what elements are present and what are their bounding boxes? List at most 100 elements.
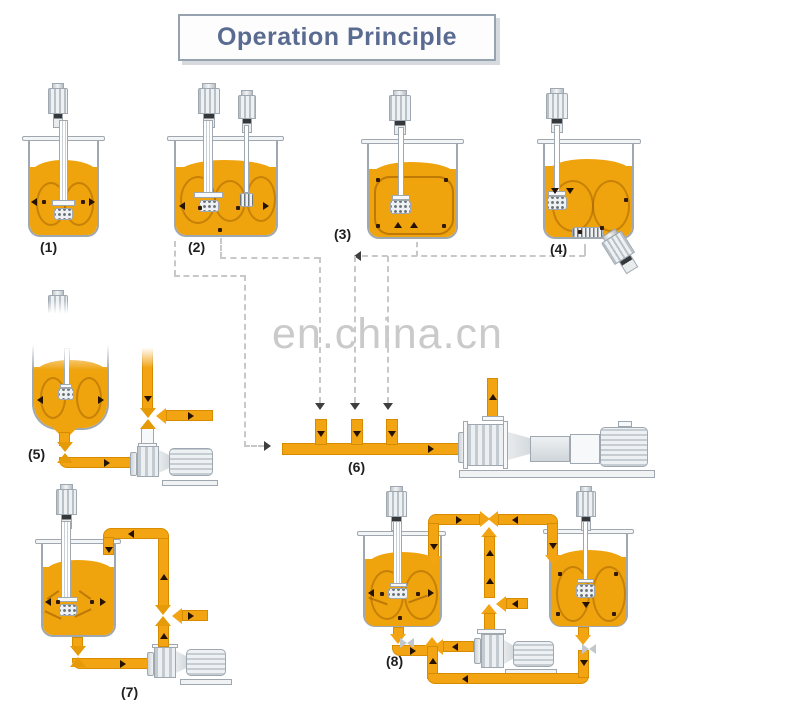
flow-dot — [444, 178, 448, 182]
dashed-connector — [244, 275, 246, 447]
flow-arrow-icon — [98, 396, 104, 404]
pipe-arrowhead-icon — [390, 634, 406, 644]
dashed-arrow-icon — [354, 251, 361, 261]
pump-base — [162, 480, 218, 486]
dashed-connector — [174, 275, 246, 277]
flow-dot — [442, 224, 446, 228]
pump-coupling — [570, 434, 600, 464]
pipe-flow-arrow-icon — [489, 394, 497, 400]
mixer-shaft — [203, 120, 213, 194]
flow-arrow-icon — [179, 202, 185, 210]
mixer-motor-icon — [48, 83, 68, 128]
pump-reducer — [508, 432, 530, 460]
pipe-flow-arrow-icon — [317, 431, 325, 437]
stage-label: (5) — [28, 446, 46, 462]
pipe-flow-arrow-icon — [486, 550, 494, 556]
pump-flange — [474, 638, 481, 664]
pipe-flow-arrow-icon — [105, 547, 113, 553]
pipe-segment — [428, 523, 439, 558]
fade-overlay — [38, 300, 82, 316]
pipe-flow-arrow-icon — [144, 396, 152, 402]
flow-arrow-icon — [37, 396, 43, 404]
stage-label: (7) — [121, 684, 139, 700]
pump-body — [467, 424, 505, 466]
tank-lid — [167, 136, 284, 141]
flow-arrow-icon — [566, 188, 574, 194]
fade-overlay — [24, 314, 124, 340]
stage-label: (4) — [550, 241, 568, 257]
pipe-flow-arrow-icon — [353, 431, 361, 437]
pipe-segment — [498, 514, 558, 525]
stage-label: (3) — [334, 226, 352, 242]
pipe-flow-arrow-icon — [160, 633, 168, 639]
pump-motor — [169, 448, 213, 476]
tank-lid — [361, 139, 464, 144]
flow-dot — [42, 200, 46, 204]
mixer-motor-icon — [56, 484, 77, 529]
pump-motor — [513, 641, 554, 667]
pump-flange — [477, 629, 506, 634]
check-valve-icon — [400, 638, 414, 648]
pipe-arrowhead-icon — [172, 608, 182, 624]
flow-dot — [81, 200, 85, 204]
dashed-connector — [362, 255, 585, 257]
pipe-arrowhead-icon — [433, 639, 443, 655]
dashed-arrow-icon — [264, 441, 271, 451]
dashed-arrow-icon — [350, 403, 360, 410]
mixer-flange — [57, 597, 78, 602]
flow-arrow-icon — [410, 222, 418, 228]
flow-arrow-icon — [263, 202, 269, 210]
pipe-arrowhead-icon — [480, 511, 490, 527]
mixer-motor-icon — [576, 486, 596, 531]
pump-motor — [600, 427, 648, 467]
homogenizer-head — [54, 208, 73, 220]
fade-overlay — [134, 330, 162, 344]
pipe-flow-arrow-icon — [512, 600, 518, 608]
disperser-motor-icon — [238, 90, 256, 133]
flow-arrow-icon — [31, 198, 37, 206]
flow-dot — [56, 600, 60, 604]
dashed-arrow-icon — [315, 403, 325, 410]
pipe-arrowhead-icon — [488, 511, 498, 527]
agitator-head — [58, 388, 74, 400]
pipe-flow-arrow-icon — [428, 445, 434, 453]
flow-dot — [398, 616, 402, 620]
dashed-connector — [220, 257, 320, 259]
valve-icon — [57, 442, 73, 463]
motor-terminal-box — [618, 421, 632, 427]
homogenizer-head — [199, 200, 219, 212]
page-title: Operation Principle — [216, 23, 458, 51]
pipe-flow-arrow-icon — [462, 675, 468, 683]
pipe-flow-arrow-icon — [388, 431, 396, 437]
flow-dot — [376, 178, 380, 182]
mixer-motor-icon — [386, 486, 407, 531]
flow-arrow-icon — [394, 222, 402, 228]
homogenizer-plate — [572, 227, 604, 238]
pump-bearing-housing — [530, 436, 570, 462]
flow-dot — [198, 206, 202, 210]
dashed-connector — [319, 257, 321, 403]
mixer-flange — [194, 192, 223, 198]
pump-body — [137, 446, 159, 477]
pump-base — [459, 470, 655, 478]
pipe-segment — [547, 523, 558, 557]
pump-flange — [147, 652, 154, 676]
pipe-segment — [103, 528, 169, 539]
flow-dot — [624, 198, 628, 202]
pipe-flow-arrow-icon — [104, 459, 110, 467]
mixer-flange — [60, 384, 72, 388]
flow-dot — [218, 228, 222, 232]
pipe-flow-arrow-icon — [456, 516, 462, 524]
pipe-flow-arrow-icon — [452, 643, 458, 651]
disperser-head — [239, 193, 254, 207]
pipe-flow-arrow-icon — [188, 612, 194, 620]
pipe-flow-arrow-icon — [486, 578, 494, 584]
pipe-flow-arrow-icon — [120, 660, 126, 668]
mixer-flange — [392, 195, 410, 200]
flow-dot — [558, 572, 562, 576]
mixer-motor-icon — [546, 88, 568, 133]
pipe-arrowhead-icon — [496, 596, 506, 612]
pump-reducer — [159, 450, 169, 473]
flow-dot — [90, 600, 94, 604]
dashed-connector — [416, 242, 418, 256]
